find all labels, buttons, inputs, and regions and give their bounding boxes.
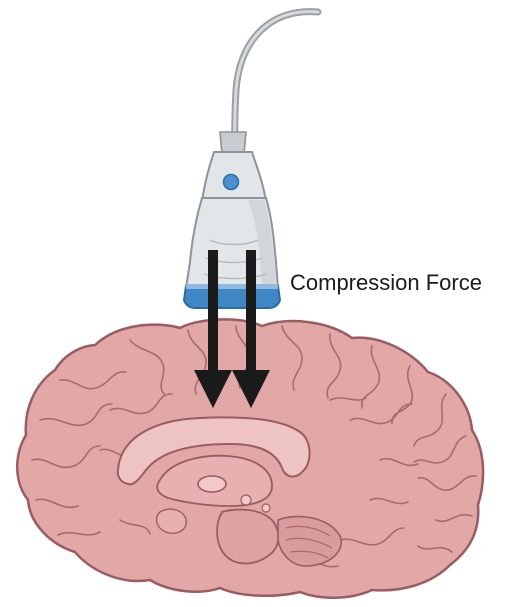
- pineal-dot: [241, 495, 251, 505]
- compression-force-label: Compression Force: [290, 270, 482, 296]
- small-structure: [262, 504, 270, 512]
- hypothalamus: [157, 509, 187, 533]
- brainstem: [217, 510, 278, 564]
- midbrain-oval: [198, 476, 226, 492]
- probe-tip: [184, 286, 280, 308]
- probe-button-icon: [224, 175, 239, 190]
